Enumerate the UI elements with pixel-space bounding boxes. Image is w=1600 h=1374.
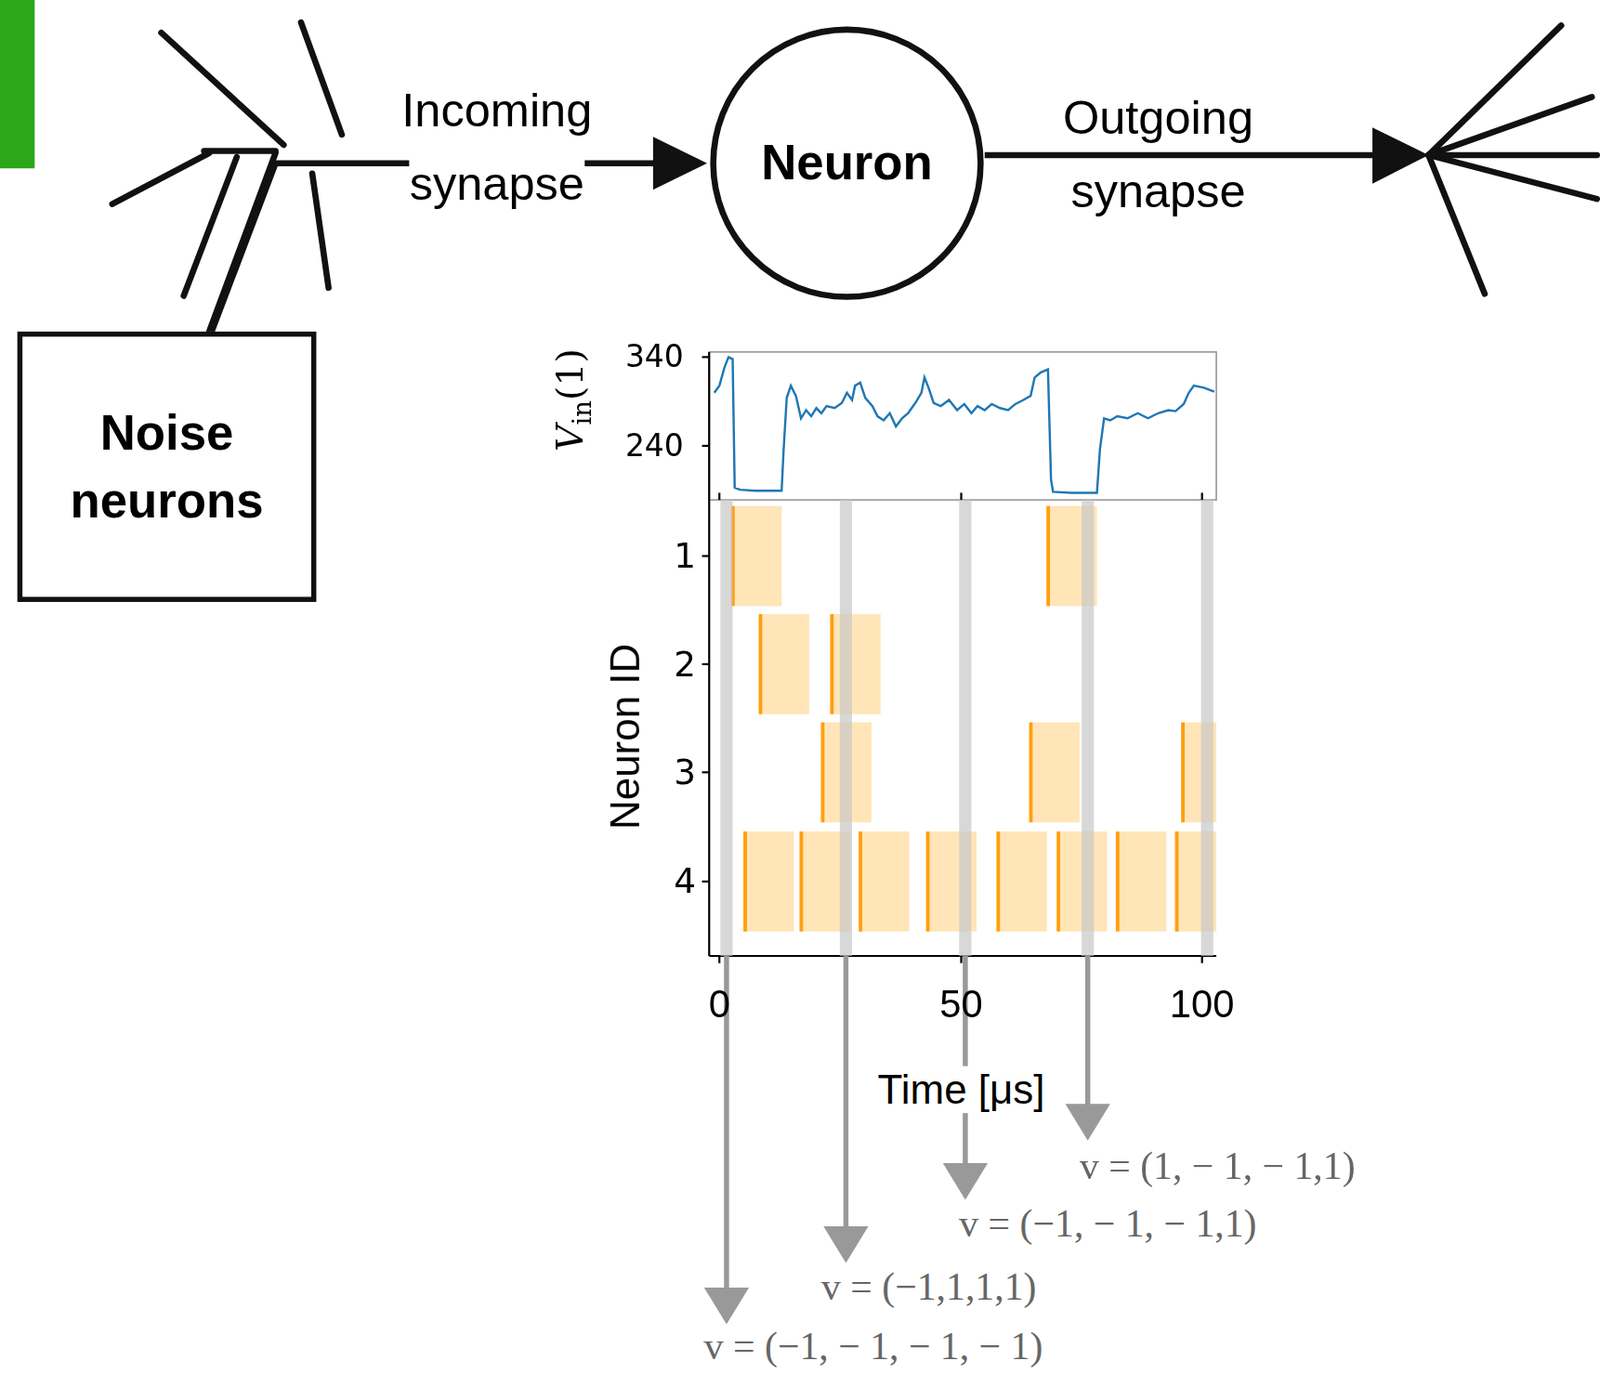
- edge-label-box: Incoming synapse: [343, 73, 650, 221]
- x-axis-title: Time [μs]: [878, 1066, 1046, 1115]
- state-vector: v = (−1,1,1,1): [821, 1265, 1037, 1311]
- tick-label: 1: [673, 536, 696, 577]
- refractory-band: [860, 831, 910, 932]
- spike-mark: [829, 614, 834, 715]
- y-axis-title: Vin(1): [549, 348, 598, 452]
- spike-mark: [1115, 831, 1120, 932]
- sample-stripe: [839, 499, 853, 957]
- node-text: Noise neurons: [32, 399, 302, 535]
- refractory-band: [1030, 722, 1080, 824]
- neuron-circle: Neuron: [708, 25, 985, 302]
- green-patch: [0, 0, 35, 169]
- refractory-band: [1117, 831, 1168, 932]
- spike-mark: [759, 614, 763, 715]
- spike-mark: [1180, 722, 1185, 824]
- axon-right: [984, 25, 1598, 294]
- spike-mark: [926, 831, 931, 932]
- arrowhead: [653, 136, 708, 190]
- time-stripes: [720, 499, 1213, 957]
- synapse-label: Outgoing synapse: [1062, 91, 1254, 218]
- sample-stripe: [1201, 499, 1214, 957]
- arrowhead: [943, 1163, 988, 1201]
- spike-mark: [743, 831, 748, 932]
- y-axis-title-symbol: V: [549, 424, 591, 452]
- refractory-band: [760, 614, 810, 715]
- raster: [731, 506, 1217, 932]
- tick-label: 3: [673, 752, 696, 793]
- refractory-band: [997, 831, 1048, 932]
- arrowhead: [704, 1287, 749, 1325]
- tick-label: 340: [625, 339, 684, 375]
- spike-mark: [821, 722, 826, 824]
- spike-mark: [1056, 831, 1061, 932]
- spike-mark: [1029, 722, 1034, 824]
- spike-mark: [1046, 506, 1050, 607]
- tick-label: 2: [673, 643, 696, 684]
- sample-stripe: [958, 499, 971, 957]
- y-axis-title: Neuron ID: [601, 643, 649, 830]
- tick-label: 50: [939, 983, 983, 1028]
- edge-label: Incoming synapse: [401, 83, 592, 210]
- spike-mark: [996, 831, 1000, 932]
- process-box: Noise neurons: [17, 331, 317, 603]
- state-vector: v = (−1, − 1, − 1,1): [958, 1202, 1257, 1247]
- tick-label: 240: [625, 428, 684, 464]
- arrowhead: [823, 1226, 868, 1264]
- arrowhead: [1065, 1103, 1111, 1141]
- spike-mark: [799, 831, 803, 932]
- refractory-band: [831, 614, 881, 715]
- tick-label: 100: [1169, 983, 1235, 1028]
- tick-label: 4: [673, 861, 696, 902]
- tick-label: 0: [708, 983, 731, 1028]
- spike-mark: [858, 831, 863, 932]
- spike-mark: [1175, 831, 1180, 932]
- refractory-band: [745, 831, 795, 932]
- sample-stripe: [720, 499, 733, 957]
- y-axis-title-subscript: in: [566, 400, 597, 425]
- sample-arrow: [1085, 956, 1090, 1113]
- synapse-label-box: Outgoing synapse: [1005, 80, 1312, 228]
- sample-arrow: [843, 956, 849, 1235]
- state-vector: v = (1, − 1, − 1,1): [1079, 1143, 1356, 1189]
- sample-stripe: [1081, 499, 1094, 957]
- state-vector: v = (−1, − 1, − 1, − 1): [704, 1324, 1044, 1370]
- node-text: Neuron: [760, 129, 932, 197]
- refractory-band: [733, 506, 783, 607]
- y-axis-title-index: (1): [549, 348, 591, 401]
